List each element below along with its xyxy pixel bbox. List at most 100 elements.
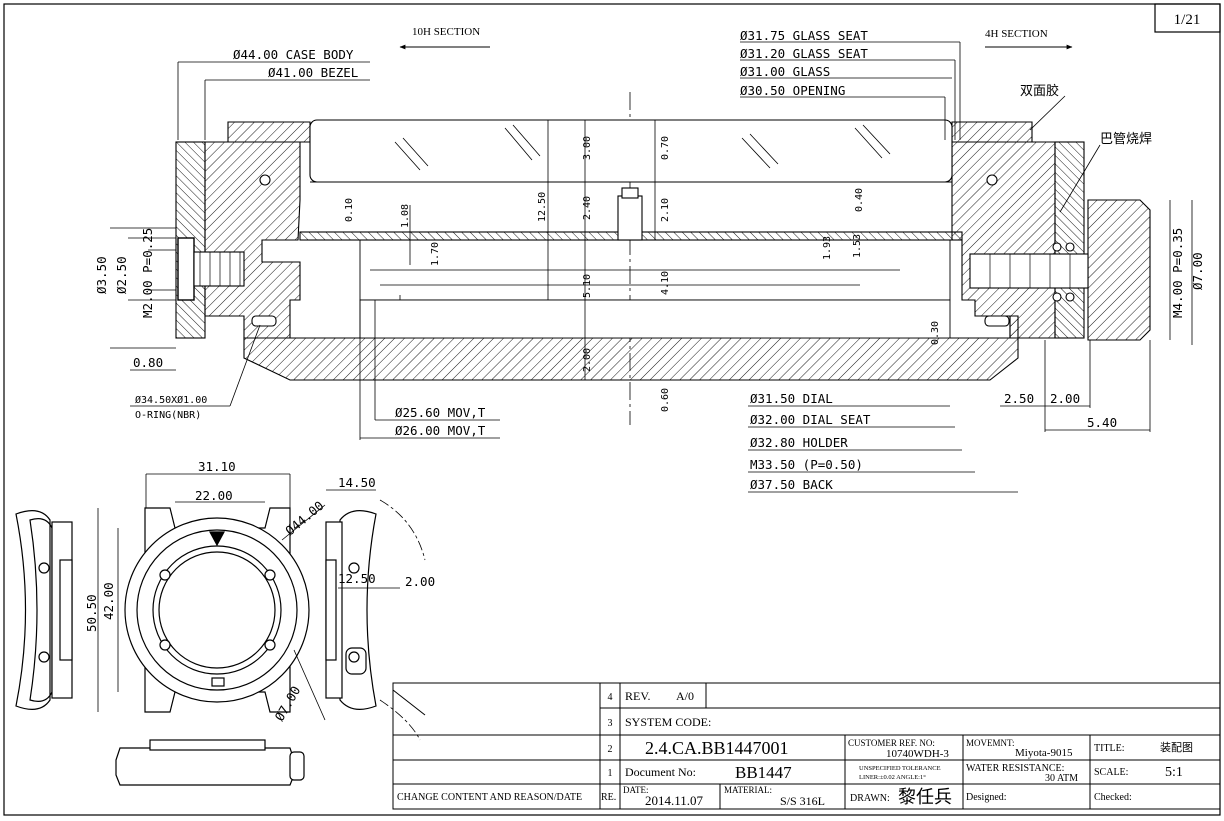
bezel-right <box>951 121 1033 143</box>
rev-mark-4: 4 <box>608 692 613 703</box>
rev-label: REV. <box>625 689 650 703</box>
hand-stem <box>617 195 643 241</box>
code-value: 2.4.CA.BB1447001 <box>645 738 789 758</box>
dim-1-70: 1.70 <box>430 242 441 266</box>
case-body-dim: Ø44.00 CASE BODY <box>233 47 354 62</box>
drawn-label: DRAWN: <box>850 793 890 804</box>
tolerance-label: UNSPECIFIED TOLERANCE <box>859 765 941 772</box>
bezel-dim: Ø41.00 BEZEL <box>268 65 358 80</box>
dim-12-50: 12.50 <box>537 192 548 222</box>
view-dimension-lines <box>97 473 426 741</box>
rev-mark-1: 1 <box>608 768 613 779</box>
holder-dim: Ø32.80 HOLDER <box>750 435 848 450</box>
dim-22-00: 22.00 <box>195 488 233 503</box>
tube-weld-note: 巴管烧焊 <box>1100 131 1152 147</box>
scale-label: SCALE: <box>1094 767 1128 778</box>
movement-value: Miyota-9015 <box>1015 747 1073 759</box>
dim-12-50-view: 12.50 <box>338 571 376 586</box>
dial-dim: Ø31.50 DIAL <box>750 391 833 406</box>
glass-seat-2-dim: Ø31.20 GLASS SEAT <box>740 46 868 61</box>
date-value: 2014.11.07 <box>645 793 704 808</box>
top-view <box>115 739 305 786</box>
back-thread-dim: M33.50 (P=0.50) <box>750 457 863 472</box>
mov-dim-1: Ø25.60 MOV,T <box>395 405 486 420</box>
double-tape-note: 双面胶 <box>1020 83 1059 99</box>
case-body-left <box>204 141 301 339</box>
dial-seat-dim: Ø32.00 DIAL SEAT <box>750 412 871 427</box>
crown-thread-right: M4.00 P=0.35 <box>1170 228 1185 318</box>
date-label: DATE: <box>623 785 649 795</box>
dim-50-50: 50.50 <box>84 594 99 632</box>
crown-right <box>1087 199 1151 341</box>
back-dim: Ø37.50 BACK <box>750 477 833 492</box>
dim-3-00: 3.00 <box>582 136 593 160</box>
customer-ref-label: CUSTOMER REF. NO: <box>848 738 935 748</box>
water-label: WATER RESISTANCE: <box>966 763 1064 774</box>
oring-material: O-RING(NBR) <box>135 410 201 421</box>
re-label: RE. <box>601 792 616 803</box>
case-horn-right <box>1054 141 1085 339</box>
customer-ref: 10740WDH-3 <box>886 748 949 760</box>
scale-value: 5:1 <box>1165 765 1183 780</box>
dim-0-40: 0.40 <box>854 188 865 212</box>
crown-left <box>177 237 195 301</box>
side-view-left <box>15 510 73 710</box>
doc-no: BB1447 <box>735 763 792 782</box>
dim-2-00: 2.00 <box>582 348 593 372</box>
doc-no-label: Document No: <box>625 765 696 779</box>
mov-dim-2: Ø26.00 MOV,T <box>395 423 486 438</box>
material-label: MATERIAL: <box>724 785 772 795</box>
page-number-box: 1/21 <box>1154 3 1221 33</box>
cross-section <box>175 92 1151 425</box>
dim-0-80: 0.80 <box>133 355 163 370</box>
section-10h: 10H SECTION <box>399 26 490 50</box>
bezel-left <box>227 121 311 143</box>
drawn-by: 黎任兵 <box>898 787 952 808</box>
checked-label: Checked: <box>1094 792 1132 803</box>
crown-dia-25: Ø2.50 <box>114 256 129 294</box>
rev-mark-3: 3 <box>608 718 613 729</box>
dim-5-10: 5.10 <box>582 274 593 298</box>
side-view-right <box>325 510 377 710</box>
dim-0-10: 0.10 <box>344 198 355 222</box>
dimension-lines <box>110 41 1193 493</box>
water-value: 30 ATM <box>1045 773 1078 784</box>
movement-label: MOVEMNT: <box>966 738 1015 748</box>
designed-label: Designed: <box>966 792 1007 803</box>
opening-dim: Ø30.50 OPENING <box>740 83 845 98</box>
sheet-border <box>3 3 1221 816</box>
dim-1-53: 1.53 <box>852 234 863 258</box>
dim-31-10: 31.10 <box>198 459 236 474</box>
section-10h-label: 10H SECTION <box>412 26 480 38</box>
page-number: 1/21 <box>1174 12 1201 28</box>
dim-2-00-view: 2.00 <box>405 574 435 589</box>
dim-2-50: 2.50 <box>1004 391 1034 406</box>
title-block <box>392 682 1221 810</box>
rev-value: A/0 <box>676 689 694 703</box>
change-label: CHANGE CONTENT AND REASON/DATE <box>397 792 582 803</box>
dim-0-60: 0.60 <box>660 388 671 412</box>
dim-2-40: 2.40 <box>582 196 593 220</box>
dim-42-00: 42.00 <box>101 582 116 620</box>
title-label: TITLE: <box>1094 743 1125 754</box>
front-view <box>124 507 310 713</box>
dim-14-50: 14.50 <box>338 475 376 490</box>
title-value: 装配图 <box>1160 741 1193 754</box>
system-code-label: SYSTEM CODE: <box>625 715 711 729</box>
glass-dim: Ø31.00 GLASS <box>740 64 830 79</box>
dim-5-40: 5.40 <box>1087 415 1117 430</box>
dim-0-70: 0.70 <box>660 136 671 160</box>
crown-dia-35: Ø3.50 <box>94 256 109 294</box>
dim-1-08: 1.08 <box>400 204 411 228</box>
dim-4-10: 4.10 <box>660 271 671 295</box>
glass-seat-1-dim: Ø31.75 GLASS SEAT <box>740 28 868 43</box>
section-4h: 4H SECTION <box>985 28 1073 50</box>
dim-2-00-right: 2.00 <box>1050 391 1080 406</box>
dim-2-10: 2.10 <box>660 198 671 222</box>
tolerance-value: LINER:±0.02 ANGLE:1° <box>859 774 926 781</box>
case-back <box>243 315 1019 381</box>
crown-thread-left: M2.00 P=0.25 <box>140 228 155 318</box>
rev-mark-2: 2 <box>608 744 613 755</box>
case-body-right <box>951 141 1056 339</box>
